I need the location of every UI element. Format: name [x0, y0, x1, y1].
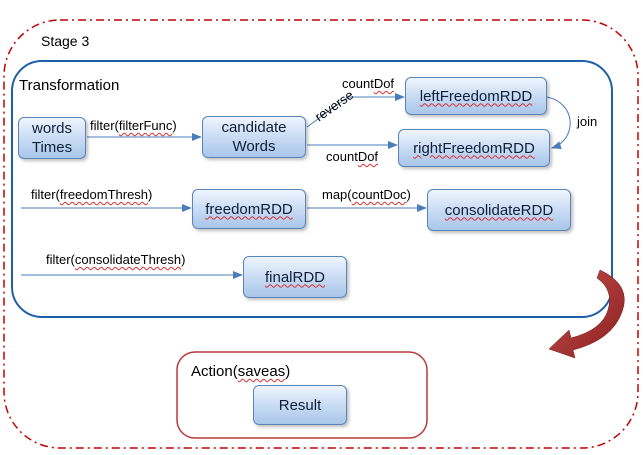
- node-consolidate-label: consolidateRDD: [444, 201, 554, 219]
- edge-label-filter-consolidate: filter(consolidateThresh): [46, 252, 186, 267]
- curved-arrow: [548, 269, 625, 359]
- node-words-times-line2: Times: [31, 139, 73, 156]
- transformation-container: [11, 60, 613, 318]
- edge-label-join: join: [577, 114, 598, 129]
- node-left-freedom-label: leftFreedomRDD: [419, 87, 533, 105]
- node-result-label: Result: [278, 396, 322, 414]
- action-container: [176, 351, 428, 439]
- edge-label-filter-freedom: filter(freedomThresh): [31, 187, 153, 202]
- node-final-label: finalRDD: [264, 268, 325, 286]
- node-candidate-words-line1: candidate: [221, 119, 287, 136]
- edge-label-count-dof-bottom: countDof: [326, 149, 379, 164]
- edge-label-count-dof-top: countDof: [342, 76, 395, 91]
- node-right-freedom-label: rightFreedomRDD: [413, 139, 535, 157]
- action-label: Action(saveas): [191, 363, 291, 380]
- node-candidate-words-line2: Words: [232, 138, 276, 155]
- edge-join: [546, 96, 571, 150]
- node-words-times: words Times: [18, 117, 86, 159]
- node-candidate-words: candidate Words: [202, 116, 306, 158]
- node-result: Result: [253, 385, 347, 425]
- edge-count-dof-top: [306, 96, 349, 128]
- node-consolidate-rdd: consolidateRDD: [427, 189, 571, 231]
- node-right-freedom-rdd: rightFreedomRDD: [398, 129, 550, 167]
- transformation-label: Transformation: [19, 77, 120, 94]
- node-words-times-line1: words: [31, 120, 72, 137]
- stage-label: Stage 3: [41, 33, 90, 49]
- edge-label-map-count-doc: map(countDoc): [322, 187, 411, 202]
- node-freedom-rdd: freedomRDD: [192, 189, 306, 229]
- edge-label-filter-func: filter(filterFunc): [90, 118, 177, 133]
- node-final-rdd: finalRDD: [243, 256, 347, 298]
- node-left-freedom-rdd: leftFreedomRDD: [405, 77, 547, 115]
- node-freedom-label: freedomRDD: [205, 200, 293, 218]
